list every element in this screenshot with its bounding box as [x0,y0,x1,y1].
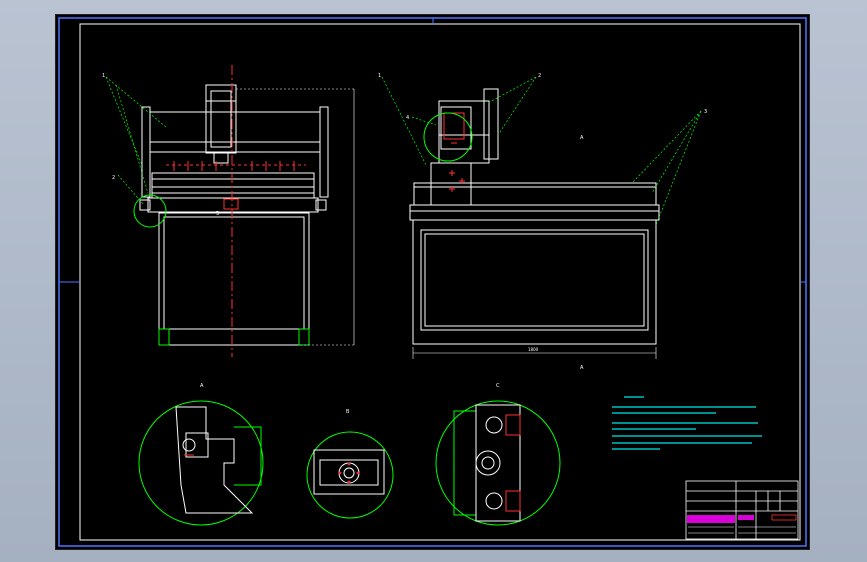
side-detail-circle [423,112,473,162]
side-view-leaders [381,76,702,226]
cad-drawing: 1 2 3 1800 [58,17,807,547]
title-block-label [771,514,797,521]
front-view-leaders [105,76,167,206]
front-view-fasteners [166,161,306,210]
section-mark-top: A [580,135,584,141]
side-callout-1: 1 [378,73,381,79]
detail-view-a [138,400,264,526]
front-callout-3: 3 [216,211,219,217]
front-view [139,84,329,346]
section-mark-bottom: A [580,365,584,371]
side-callout-4: 4 [406,115,409,121]
side-view [409,88,660,345]
detail-view-c [435,400,561,526]
side-view-dimensions [412,347,657,359]
side-width-dimension: 1800 [528,347,539,352]
technical-notes [612,396,762,450]
title-block-grid [688,526,796,534]
front-callout-2: 2 [112,175,115,181]
side-view-fasteners [443,112,465,192]
title-block-highlight [687,515,735,523]
detail-label-b: B [346,409,350,415]
front-view-dimensions [236,88,356,346]
front-callout-1: 1 [102,73,105,79]
side-callout-2: 2 [538,73,541,79]
outer-frame [58,17,807,547]
title-block [685,480,799,540]
detail-view-b [306,431,394,519]
detail-label-c: C [496,383,500,389]
drawing-sheet: 1 2 3 1800 [55,14,810,550]
side-callout-3: 3 [704,109,707,115]
front-detail-circle [133,194,167,228]
title-block-highlight-2 [738,515,754,520]
detail-label-a: A [200,383,204,389]
